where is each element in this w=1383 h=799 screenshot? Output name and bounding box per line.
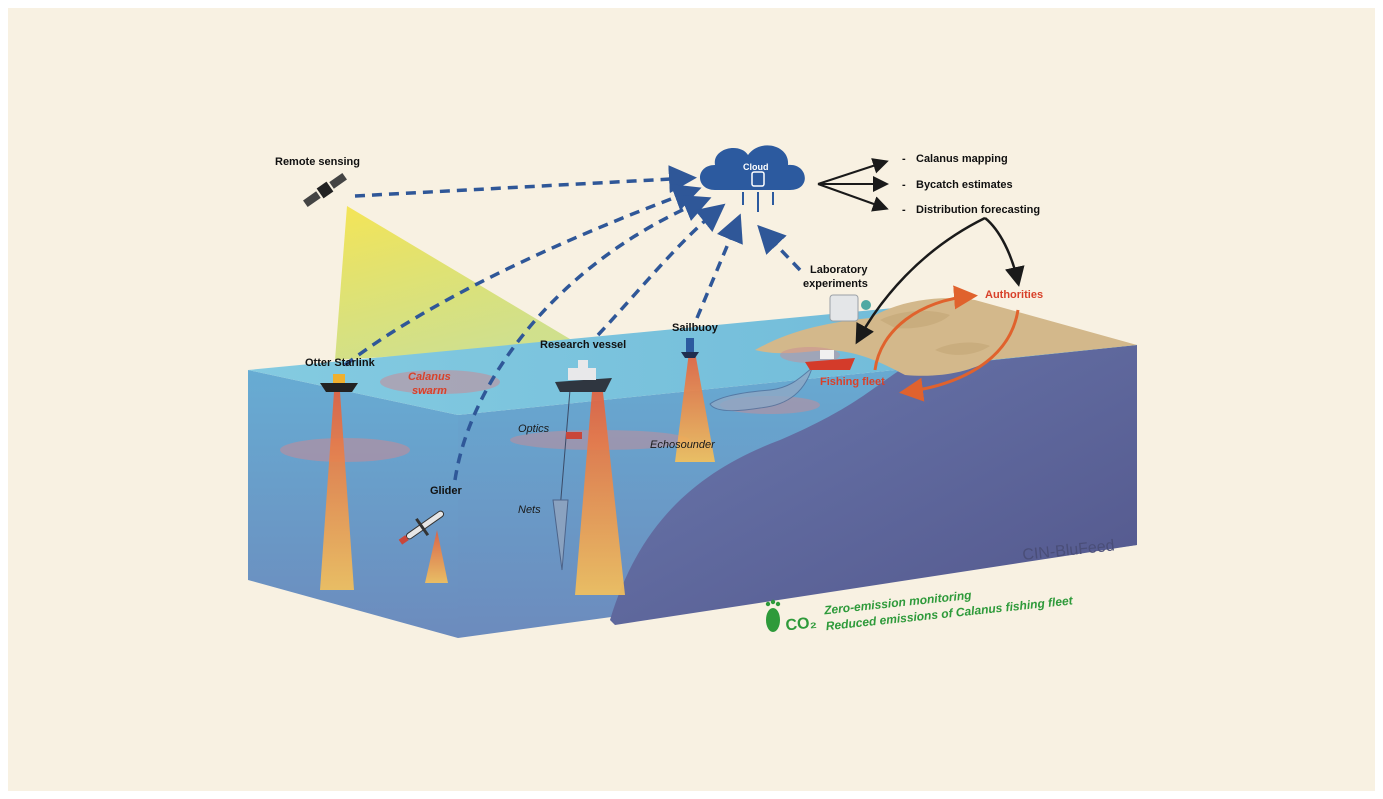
label-fishing-fleet: Fishing fleet: [820, 376, 885, 388]
calanus-swarm-surface: [380, 370, 500, 394]
optics-cable: [559, 389, 571, 511]
footprint-icon: [765, 599, 781, 632]
label-laboratory-line2: experiments: [803, 278, 868, 290]
island-1: [880, 310, 950, 329]
label-laboratory-line1: Laboratory: [810, 264, 868, 276]
otter-beam: [320, 392, 354, 590]
output-bycatch-estimates: Bycatch estimates: [916, 179, 1013, 191]
label-calanus-swarm-line1: Calanus: [408, 371, 451, 383]
arrow-output-3: [817, 183, 889, 212]
output-bullet-1: -: [902, 153, 906, 165]
water-front-face: [248, 370, 458, 638]
arrow-output-1: [817, 158, 889, 185]
label-research-vessel: Research vessel: [540, 339, 626, 351]
arrow-sailbuoy-cloud: [695, 213, 743, 319]
label-nets: Nets: [518, 504, 541, 516]
glider-icon: [398, 510, 445, 545]
acoustic-beams: [320, 352, 715, 595]
label-remote-sensing: Remote sensing: [275, 156, 360, 168]
remote-sensing-cone: [335, 206, 580, 360]
glider-beam: [425, 530, 448, 583]
data-arrows: [343, 165, 802, 481]
sailbuoy-icon: [681, 338, 699, 358]
arrow-fleet-authorities: [873, 285, 978, 371]
sailbuoy-beam: [675, 352, 715, 462]
output-arrows: [817, 158, 1025, 345]
fishing-vessel-icon: [805, 350, 855, 370]
label-otter-starlink: Otter Starlink: [305, 357, 376, 369]
arrow-lab-cloud: [757, 224, 802, 272]
laboratory-icon: [829, 294, 871, 322]
cloud-icon: [700, 145, 805, 212]
label-calanus-swarm-line2: swarm: [412, 385, 447, 397]
deep-water-region: [610, 345, 1137, 625]
output-list: - Calanus mapping - Bycatch estimates - …: [902, 153, 1040, 216]
output-bullet-2: -: [902, 179, 906, 191]
arrow-authorities-fleet: [899, 309, 1020, 402]
label-sailbuoy: Sailbuoy: [672, 322, 719, 334]
otter-starlink-icon: [320, 374, 358, 392]
arrow-vessel-cloud: [596, 203, 726, 337]
arrow-forecast-authorities: [984, 217, 1025, 287]
label-cloud: Cloud: [743, 162, 769, 172]
arrow-forecast-fleet: [855, 216, 986, 345]
label-echosounder: Echosounder: [650, 439, 716, 451]
coastline-land: [755, 298, 1137, 376]
research-vessel-icon: [555, 360, 612, 392]
trawl-net: [709, 366, 813, 412]
label-glider: Glider: [430, 485, 463, 497]
island-2: [935, 342, 990, 355]
satellite-icon: [303, 172, 347, 208]
label-authorities: Authorities: [985, 289, 1043, 301]
output-distribution-forecasting: Distribution forecasting: [916, 204, 1040, 216]
research-vessel-beam: [575, 392, 625, 595]
co2-label: CO₂: [785, 614, 818, 634]
optics-instrument: [566, 432, 582, 439]
output-bullet-3: -: [902, 204, 906, 216]
output-calanus-mapping: Calanus mapping: [916, 153, 1008, 165]
label-optics: Optics: [518, 423, 550, 435]
plankton-net: [552, 499, 569, 571]
arrow-satellite-cloud: [354, 165, 697, 198]
calanus-swarm-left: [280, 438, 410, 462]
arrow-glider-cloud: [453, 195, 712, 481]
authority-fleet-arrows: [873, 285, 1020, 402]
